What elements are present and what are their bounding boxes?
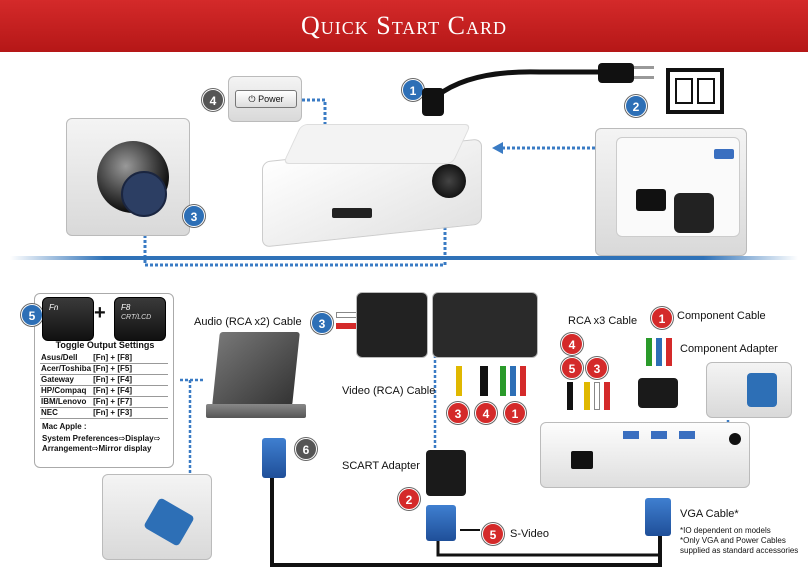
step-badge-4-rca: 4 bbox=[561, 333, 583, 355]
laptop-image bbox=[206, 332, 306, 432]
keys-cell: [Fn] + [F5] bbox=[92, 363, 168, 375]
plugged-cord-icon bbox=[674, 193, 714, 233]
step-badge-1-video: 1 bbox=[504, 402, 526, 424]
vga-cable-connector-icon bbox=[645, 498, 671, 536]
plus-sign: + bbox=[94, 302, 106, 324]
svideo-label: S-Video bbox=[510, 528, 549, 540]
step-badge-4: 4 bbox=[202, 89, 224, 111]
power-socket-icon bbox=[636, 189, 666, 211]
table-row: IBM/Lenovo[Fn] + [F7] bbox=[40, 396, 168, 408]
table-row: Gateway[Fn] + [F4] bbox=[40, 374, 168, 386]
power-button-label: Power bbox=[258, 94, 284, 104]
svideo-plug-icon bbox=[480, 366, 488, 396]
step-badge-1: 1 bbox=[402, 79, 424, 101]
av-panel-photo bbox=[432, 292, 538, 358]
projector-image bbox=[262, 122, 482, 248]
wall-outlet-icon bbox=[666, 68, 724, 114]
power-plug-icon bbox=[598, 63, 634, 83]
lens-line bbox=[143, 200, 447, 267]
scart-cable-line bbox=[436, 512, 660, 557]
fn-key: Fn bbox=[42, 297, 94, 341]
power-connector-icon bbox=[422, 88, 444, 116]
video-cable-label: Video (RCA) Cable bbox=[342, 385, 436, 397]
lens-cap-image bbox=[121, 171, 167, 217]
footnote: *IO dependent on models *Only VGA and Po… bbox=[680, 526, 798, 556]
brand-cell: Acer/Toshiba bbox=[40, 363, 93, 375]
rear-panel-photo bbox=[595, 128, 747, 256]
power-cord bbox=[435, 69, 610, 98]
power-button-photo: ⏻ Power bbox=[228, 76, 302, 122]
step-badge-2-scart: 2 bbox=[398, 488, 420, 510]
brand-cell: Gateway bbox=[40, 374, 93, 386]
audio-cable-label: Audio (RCA x2) Cable bbox=[194, 316, 302, 328]
vga-plug-icon bbox=[143, 497, 195, 547]
brand-cell: Asus/Dell bbox=[40, 352, 93, 364]
projector-rear-image bbox=[540, 422, 750, 488]
step-badge-5-keys: 5 bbox=[21, 304, 43, 326]
component-cable-label: Component Cable bbox=[677, 310, 766, 322]
red-plug-icon bbox=[666, 338, 672, 366]
brand-cell: HP/Compaq bbox=[40, 385, 93, 397]
vga-cable-label: VGA Cable* bbox=[680, 508, 739, 520]
laptop-port-photo bbox=[102, 474, 212, 560]
vga-connector-6-icon bbox=[262, 438, 286, 478]
toggle-settings-title: Toggle Output Settings bbox=[55, 340, 155, 350]
step-badge-5-svideo: 5 bbox=[482, 523, 504, 545]
lens-cap-photo bbox=[66, 118, 190, 236]
step-badge-2: 2 bbox=[625, 95, 647, 117]
component-port-photo bbox=[706, 362, 792, 418]
footnote-line-1: *IO dependent on models bbox=[680, 526, 771, 535]
header-banner bbox=[0, 0, 808, 52]
vga-plug-photo-icon bbox=[747, 373, 777, 407]
table-row: NEC[Fn] + [F3] bbox=[40, 407, 168, 419]
f8-key-label: F8 bbox=[121, 303, 131, 312]
step-badge-1-component: 1 bbox=[651, 307, 673, 329]
keys-cell: [Fn] + [F4] bbox=[92, 374, 168, 386]
keys-cell: [Fn] + [F4] bbox=[92, 385, 168, 397]
mac-line-1: System Preferences⇨Display⇨ bbox=[42, 434, 161, 443]
scart-adapter-label: SCART Adapter bbox=[342, 460, 420, 472]
footnote-line-2: *Only VGA and Power Cables bbox=[680, 536, 786, 545]
av-receiver-photo bbox=[356, 292, 428, 358]
power-symbol-icon: ⏻ bbox=[248, 94, 256, 104]
vga-connector-scart-icon bbox=[426, 505, 456, 541]
brand-cell: IBM/Lenovo bbox=[40, 396, 93, 408]
component-adapter-label: Component Adapter bbox=[680, 343, 778, 355]
keys-cell: [Fn] + [F8] bbox=[92, 352, 168, 364]
f8-key-sub: CRT/LCD bbox=[121, 314, 152, 321]
table-row: Acer/Toshiba[Fn] + [F5] bbox=[40, 363, 168, 375]
section-divider bbox=[10, 256, 798, 260]
arrow-left bbox=[492, 142, 503, 154]
vga-cable-line bbox=[270, 470, 662, 567]
toggle-settings-table: Asus/Dell[Fn] + [F8] Acer/Toshiba[Fn] + … bbox=[40, 352, 168, 419]
keys-cell: [Fn] + [F3] bbox=[92, 407, 168, 419]
projector-lens bbox=[432, 164, 466, 198]
table-row: Asus/Dell[Fn] + [F8] bbox=[40, 352, 168, 364]
mac-title: Mac Apple : bbox=[42, 422, 87, 431]
step-badge-4-video: 4 bbox=[475, 402, 497, 424]
page-title: Quick Start Card bbox=[300, 11, 508, 40]
keys-cell: [Fn] + [F7] bbox=[92, 396, 168, 408]
green-plug-icon bbox=[646, 338, 652, 366]
footnote-line-3: supplied as standard accessories bbox=[680, 546, 799, 555]
scart-adapter-icon bbox=[426, 450, 466, 496]
step-badge-3: 3 bbox=[183, 205, 205, 227]
rca-x3-label: RCA x3 Cable bbox=[568, 315, 638, 327]
table-row: HP/Compaq[Fn] + [F4] bbox=[40, 385, 168, 397]
vga-port-icon bbox=[714, 149, 734, 159]
step-badge-3-audio: 3 bbox=[311, 312, 333, 334]
power-button[interactable]: ⏻ Power bbox=[235, 90, 297, 108]
f8-key: F8 CRT/LCD bbox=[114, 297, 166, 341]
blue-plug-icon bbox=[656, 338, 662, 366]
step-badge-3-video: 3 bbox=[447, 402, 469, 424]
step-badge-5-rca: 5 bbox=[561, 357, 583, 379]
step-badge-6: 6 bbox=[295, 438, 317, 460]
mac-line-2: Arrangement⇨Mirror display bbox=[42, 444, 152, 453]
component-adapter-icon bbox=[638, 378, 678, 408]
yellow-plug-icon bbox=[456, 366, 462, 396]
step-badge-3-rca: 3 bbox=[586, 357, 608, 379]
brand-cell: NEC bbox=[40, 407, 93, 419]
fn-key-label: Fn bbox=[49, 303, 59, 312]
